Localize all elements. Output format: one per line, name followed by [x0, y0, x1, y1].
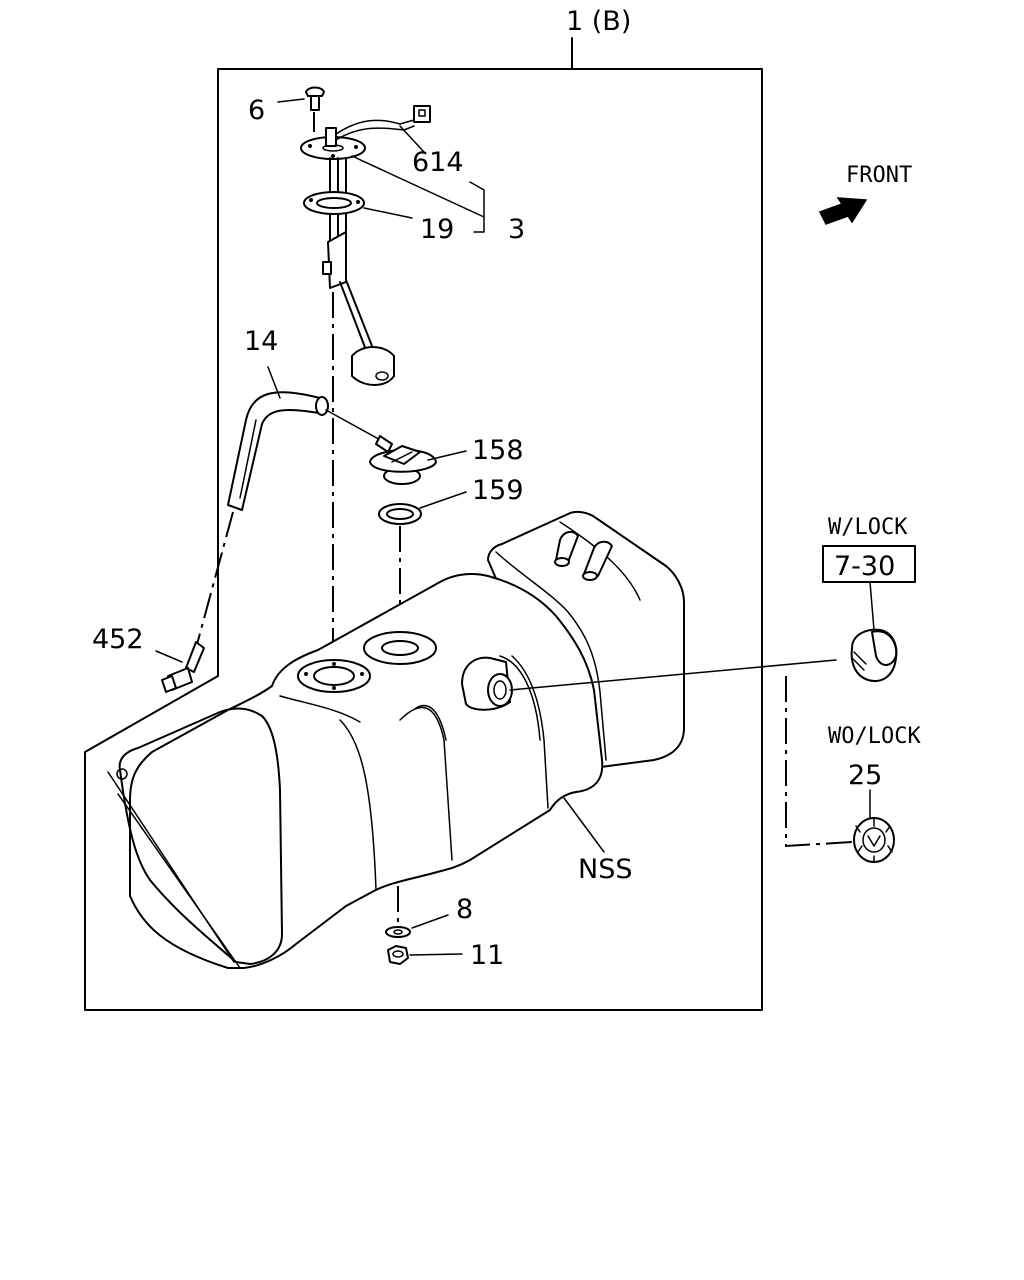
locking-fuel-cap [850, 628, 898, 682]
callout-19: 19 [420, 214, 454, 245]
group-frame [84, 68, 763, 1011]
vent-hose-14 [227, 391, 329, 511]
callout-3: 3 [508, 214, 525, 245]
ref-box-label: 7-30 [834, 551, 895, 582]
nut-11 [387, 945, 409, 965]
callout-452: 452 [92, 624, 144, 655]
callout-6: 6 [248, 95, 265, 126]
callout-14: 14 [244, 326, 278, 357]
ref-box [822, 545, 916, 583]
screw-6 [305, 86, 325, 111]
callout-25: 25 [848, 760, 882, 791]
gasket-159 [378, 503, 422, 525]
front-label: FRONT [846, 163, 912, 188]
connector-452 [161, 641, 205, 693]
callout-11: 11 [470, 940, 504, 971]
fuel-cap-25 [853, 817, 895, 863]
w-lock-label: W/LOCK [828, 515, 908, 540]
washer-8 [385, 926, 411, 938]
callout-158: 158 [472, 435, 524, 466]
fuel-tank [107, 510, 685, 969]
vent-valve-158 [369, 435, 437, 485]
fuel-gauge-sender-unit [300, 105, 431, 386]
front-arrow-icon [818, 197, 868, 225]
callout-159: 159 [472, 475, 524, 506]
wo-lock-label: WO/LOCK [828, 724, 921, 749]
group-label: 1 (B) [566, 6, 631, 37]
callout-8: 8 [456, 894, 473, 925]
callout-nss: NSS [578, 854, 632, 885]
callout-614: 614 [412, 147, 464, 178]
